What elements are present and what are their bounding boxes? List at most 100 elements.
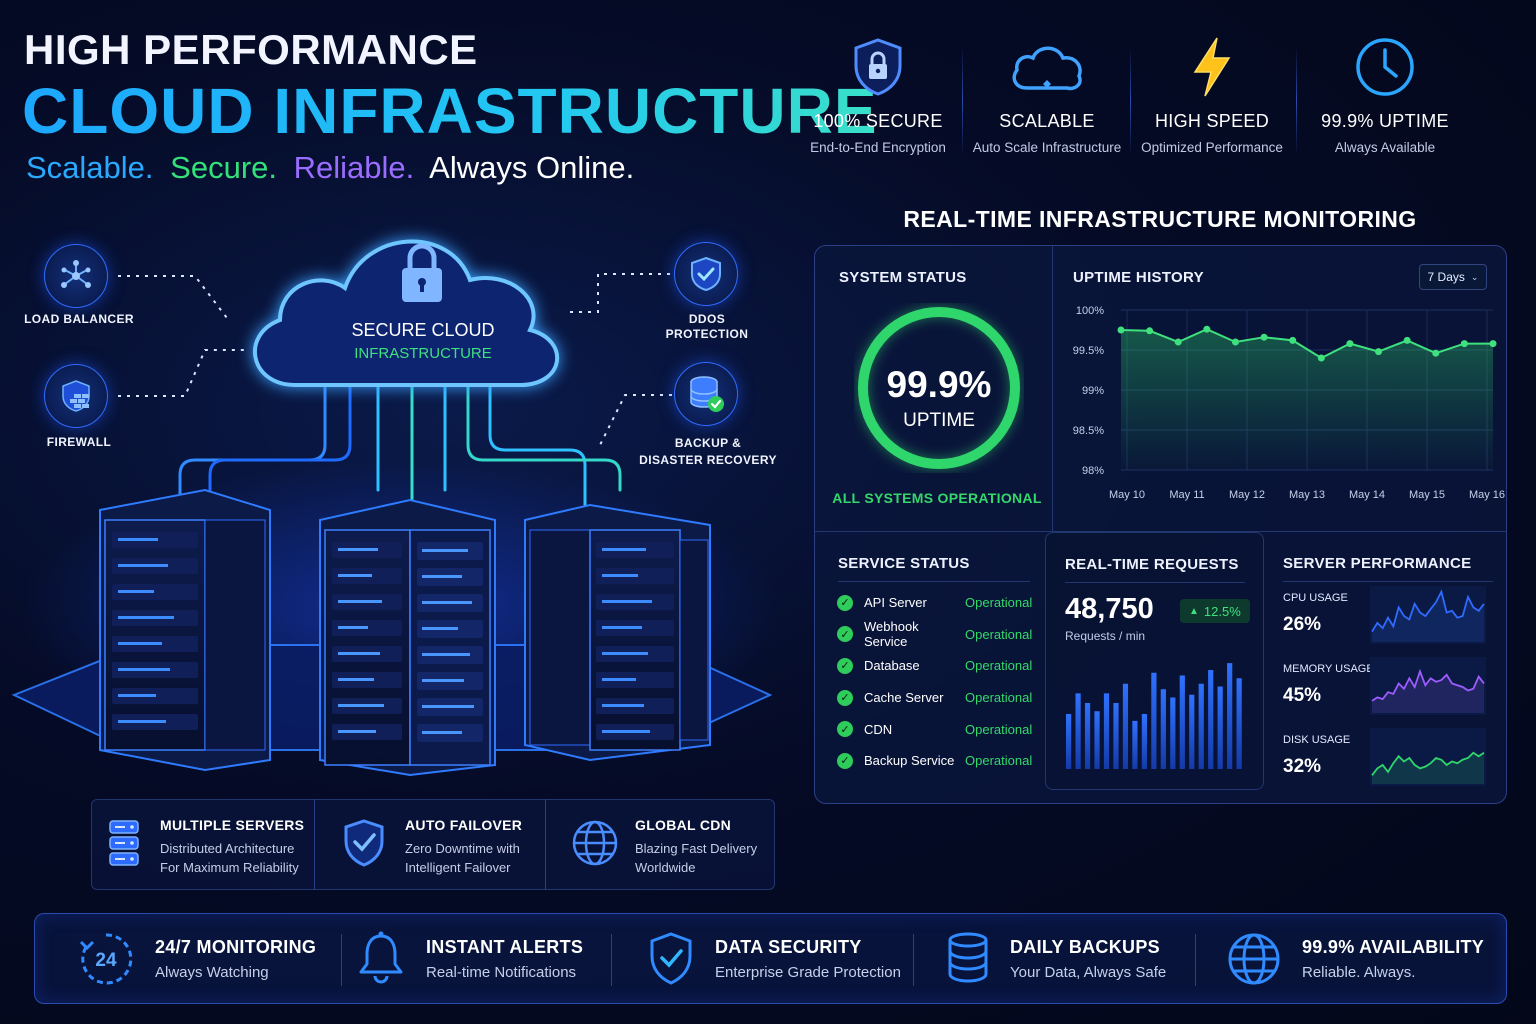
network-nodes-icon	[61, 260, 91, 288]
bottom-item-backups: DAILY BACKUPS Your Data, Always Safe	[945, 930, 1166, 988]
mini-feature-failover: AUTO FAILOVER Zero Downtime with Intelli…	[342, 817, 522, 877]
cloud-label: SECURE CLOUD INFRASTRUCTURE	[308, 320, 538, 362]
x-tick-label: May 16	[1469, 489, 1505, 501]
load-balancer-label: LOAD BALANCER	[24, 312, 134, 326]
mini-feature-title: MULTIPLE SERVERS	[160, 817, 305, 833]
request-bar	[1236, 678, 1242, 769]
x-tick-label: May 14	[1349, 489, 1385, 501]
firewall-label: FIREWALL	[46, 435, 112, 449]
mini-feature-cdn: GLOBAL CDN Blazing Fast Delivery Worldwi…	[571, 817, 757, 877]
uptime-point	[1317, 354, 1325, 362]
mini-feature-sub-line: Distributed Architecture	[160, 841, 295, 856]
uptime-value: 99.9%	[886, 364, 992, 405]
request-bar	[1217, 686, 1223, 769]
uptime-gauge-arc	[858, 307, 1020, 469]
mini-feature-sub-line: For Maximum Reliability	[160, 860, 299, 875]
divider	[611, 934, 612, 986]
y-tick-label: 98.5%	[1073, 425, 1104, 437]
feature-title: HIGH SPEED	[1154, 111, 1270, 131]
uptime-history-panel: UPTIME HISTORY 7 Days ⌄ 100%99.5%99%98.5…	[1053, 246, 1506, 532]
request-bar	[1141, 714, 1147, 769]
uptime-point	[1203, 325, 1211, 333]
range-select[interactable]: 7 Days ⌄	[1419, 264, 1487, 290]
cloud-icon	[1012, 46, 1082, 91]
feature-subtitle: Auto Scale Infrastructure	[972, 140, 1122, 155]
check-icon: ✓	[837, 721, 853, 738]
bell-icon	[359, 931, 403, 984]
feature-speed: HIGH SPEED Optimized Performance	[1132, 36, 1292, 155]
sparkline-area	[1372, 591, 1484, 642]
mini-feature-sub-line: Intelligent Failover	[405, 860, 511, 875]
feature-title: SCALABLE	[999, 111, 1095, 131]
uptime-point	[1289, 336, 1297, 344]
shield-lock-icon	[854, 38, 902, 96]
y-tick-label: 98%	[1082, 465, 1104, 477]
divider	[314, 799, 315, 890]
globe-icon	[572, 820, 618, 866]
service-state: Operational	[965, 626, 1033, 642]
clock-icon	[1356, 38, 1414, 96]
mini-feature-sub-line: Zero Downtime with	[405, 841, 520, 856]
cpu-sparkline	[1370, 586, 1486, 644]
memory-sparkline	[1370, 657, 1486, 715]
bottom-item-title: 99.9% AVAILABILITY	[1302, 937, 1485, 957]
service-name: CDN	[864, 721, 893, 737]
bottom-item-subtitle: Real-time Notifications	[426, 964, 577, 981]
uptime-gauge	[858, 307, 1020, 469]
request-bar	[1179, 675, 1185, 769]
bottom-item-subtitle: Always Watching	[155, 964, 269, 981]
bottom-item-title: DATA SECURITY	[715, 937, 862, 957]
tagline-word: Reliable.	[293, 150, 415, 185]
divider	[1195, 934, 1196, 986]
sparkline-line	[1371, 589, 1485, 633]
divider	[962, 46, 963, 156]
all-systems-status: ALL SYSTEMS OPERATIONAL	[832, 490, 1042, 506]
service-status-heading: SERVICE STATUS	[838, 555, 970, 572]
requests-unit: Requests / min	[1065, 629, 1146, 643]
divider	[545, 799, 546, 890]
service-state: Operational	[965, 658, 1033, 674]
bottom-item-monitoring: 24 24/7 MONITORING Always Watching	[77, 930, 316, 988]
shield-check-icon	[650, 932, 692, 985]
check-icon: ✓	[837, 689, 853, 706]
feature-subtitle: Optimized Performance	[1141, 140, 1283, 155]
service-state: Operational	[965, 721, 1033, 737]
uptime-point	[1146, 327, 1154, 335]
divider	[913, 934, 914, 986]
requests-bar-chart	[1066, 663, 1242, 769]
sparkline-line	[1371, 668, 1485, 702]
uptime-point	[1460, 340, 1468, 348]
firewall-icon	[62, 380, 90, 412]
shield-check-icon	[691, 256, 721, 292]
mini-feature-title: GLOBAL CDN	[635, 817, 732, 833]
mini-feature-sub-line: Blazing Fast Delivery	[635, 841, 758, 856]
uptime-point	[1489, 340, 1497, 348]
mini-features-strip	[91, 799, 775, 890]
sparkline-area	[1372, 671, 1484, 713]
check-icon: ✓	[837, 594, 853, 611]
cloud-subtitle: INFRASTRUCTURE	[354, 345, 492, 362]
mini-feature-servers: MULTIPLE SERVERS Distributed Architectur…	[108, 817, 304, 877]
check-icon: ✓	[837, 657, 853, 674]
requests-change-value: 12.5%	[1203, 603, 1241, 619]
ddos-label: DDOS PROTECTION	[642, 312, 772, 342]
uptime-point	[1174, 338, 1182, 346]
x-tick-label: May 12	[1229, 489, 1265, 501]
x-tick-label: May 15	[1409, 489, 1445, 501]
system-status-panel: SYSTEM STATUS 99.9% UPTIME ALL SYSTEMS O…	[815, 246, 1053, 532]
divider	[1065, 582, 1245, 583]
metric-label: MEMORY USAGE	[1283, 663, 1374, 675]
feature-secure: 100% SECURE End-to-End Encryption	[798, 36, 958, 155]
bottom-item-security: DATA SECURITY Enterprise Grade Protectio…	[647, 930, 901, 988]
request-bar	[1094, 711, 1100, 769]
mini-feature-title: AUTO FAILOVER	[405, 817, 523, 833]
y-tick-label: 99.5%	[1073, 345, 1104, 357]
uptime-point	[1346, 340, 1354, 348]
mini-feature-subtitle: Zero Downtime with Intelligent Failover	[405, 839, 522, 877]
uptime-point	[1231, 338, 1239, 346]
infrastructure-illustration	[11, 239, 780, 777]
feature-uptime: 99.9% UPTIME Always Available	[1305, 36, 1465, 155]
